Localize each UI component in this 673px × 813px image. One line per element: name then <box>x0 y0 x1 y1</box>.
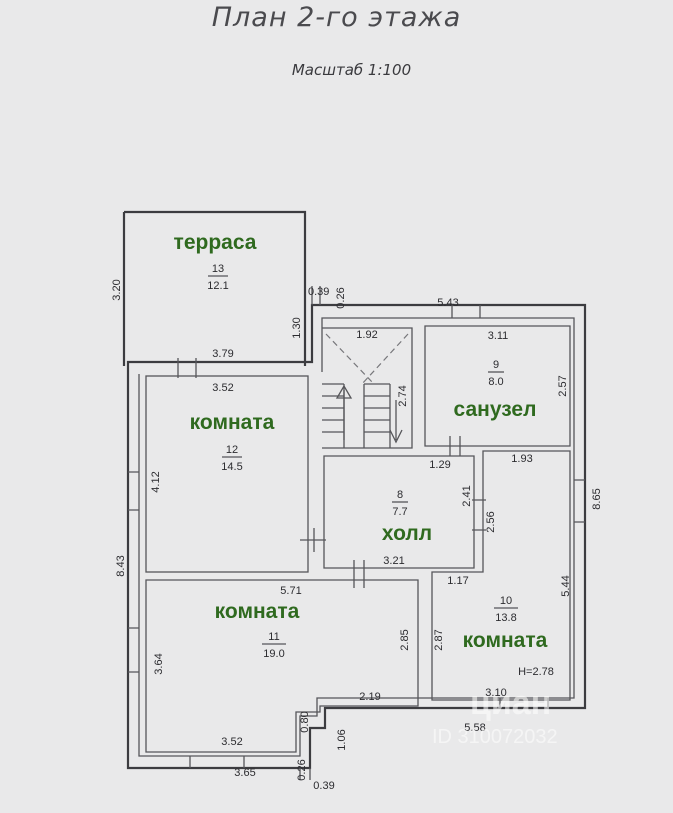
room-13-area: 12.1 <box>207 280 228 292</box>
room-13-number: 13 <box>212 263 224 275</box>
dim-room11-step: 2.19 <box>359 691 380 703</box>
door-room-12 <box>300 528 326 552</box>
room-12-name: комната <box>190 411 275 434</box>
room-10-walls <box>431 450 571 701</box>
door-room-11 <box>353 560 365 588</box>
room-8-number: 8 <box>397 489 403 501</box>
stair-arrow-down <box>389 400 403 444</box>
dim-room11-right: 2.85 <box>399 629 411 650</box>
dim-room10-top: 1.93 <box>511 453 532 465</box>
dim-left-total: 8.43 <box>115 555 127 576</box>
outer-wall-inner-line <box>138 317 575 757</box>
dim-bath-height: 2.57 <box>557 375 569 396</box>
dim-room12-top-inner: 3.52 <box>212 382 233 394</box>
dim-top-width: 5.43 <box>437 297 458 309</box>
room-11-name: комната <box>215 600 300 623</box>
dim-039-top: 0.39 <box>308 286 329 298</box>
dim-room10-height: 5.44 <box>560 575 572 596</box>
room-10-number: 10 <box>500 595 512 607</box>
room-labels: терраса 13 12.1 комната 12 14.5 9 8.0 са… <box>174 231 554 678</box>
room-9-number: 9 <box>493 359 499 371</box>
window-top <box>451 305 481 318</box>
room-11-number: 11 <box>268 631 279 643</box>
staircase <box>322 333 409 448</box>
terrace-stub <box>311 286 321 305</box>
stair-walls <box>322 327 413 449</box>
dim-terrace-depth: 1.30 <box>291 317 303 338</box>
dim-room11-bottom-inner: 3.52 <box>221 736 242 748</box>
dimensions: 3.20 1.30 0.39 0.26 5.43 1.92 3.11 2.57 … <box>111 279 603 792</box>
room-9-name: санузел <box>454 398 537 421</box>
dim-room11-left: 3.64 <box>153 653 165 674</box>
ceiling-height: H=2.78 <box>518 666 554 678</box>
terrace-outline <box>122 210 307 366</box>
dim-room10-left: 2.87 <box>433 629 445 650</box>
room-9-area: 8.0 <box>488 376 503 388</box>
door-terrace <box>177 358 197 378</box>
room-8-area: 7.7 <box>392 506 407 518</box>
dim-stair-width: 1.92 <box>356 329 377 341</box>
room-12-walls <box>145 375 309 573</box>
door-bath <box>449 436 461 456</box>
room-13-name: терраса <box>174 231 257 254</box>
room-10-area: 13.8 <box>495 612 516 624</box>
room-10-name: комната <box>463 629 548 652</box>
dim-026-bottom: 0.26 <box>296 759 308 780</box>
window-bottom-right <box>499 698 549 708</box>
watermark: циан ID 310072032 <box>432 684 558 748</box>
plan-title: План 2-го этажа <box>211 2 462 33</box>
dim-bottom-right: 5.58 <box>464 722 485 734</box>
dim-080: 0.80 <box>299 711 311 732</box>
dim-room10-inner-left: 1.17 <box>447 575 468 587</box>
stair-diagonal-1 <box>325 333 375 385</box>
window-bottom-left <box>189 756 245 768</box>
dim-026-top: 0.26 <box>335 287 347 308</box>
room-11-area: 19.0 <box>263 648 284 660</box>
dim-room12-top-outer: 3.79 <box>212 348 233 360</box>
stair-treads-right <box>363 383 391 448</box>
outer-wall <box>126 303 587 770</box>
bath-walls <box>424 325 571 447</box>
stair-treads-left <box>322 383 345 448</box>
dim-right-total: 8.65 <box>591 488 603 509</box>
dim-room11-top: 5.71 <box>280 585 301 597</box>
walls <box>122 210 587 780</box>
stair-diagonal-2 <box>361 333 409 385</box>
room-8-name: холл <box>382 522 432 545</box>
dim-room12-height: 4.12 <box>150 471 162 492</box>
room-12-area: 14.5 <box>221 461 242 473</box>
window-room-10 <box>574 479 585 523</box>
stair-arrow-up <box>335 384 353 440</box>
dim-bath-width: 3.11 <box>488 330 509 342</box>
dim-hall-height-1: 2.41 <box>461 485 473 506</box>
dim-room11-bottom-outer: 3.65 <box>234 767 255 779</box>
dim-room10-bottom: 3.10 <box>485 687 506 699</box>
watermark-id: ID 310072032 <box>432 726 558 748</box>
watermark-brand: циан <box>470 684 551 722</box>
doors <box>128 305 585 768</box>
plan-scale: Масштаб 1:100 <box>291 61 412 79</box>
dim-hall-top: 1.29 <box>429 459 450 471</box>
window-room-12 <box>128 471 139 511</box>
window-room-11 <box>128 627 139 673</box>
dim-106: 1.06 <box>336 729 348 750</box>
hall-walls <box>323 455 475 569</box>
dim-stair-height: 2.74 <box>397 385 409 406</box>
room-12-number: 12 <box>226 444 238 456</box>
door-room-10 <box>472 499 486 531</box>
room-11-walls <box>145 579 419 753</box>
dim-hall-height-2: 2.56 <box>485 511 497 532</box>
dim-hall-bottom: 3.21 <box>383 555 404 567</box>
dim-039-bottom: 0.39 <box>313 780 334 792</box>
dim-terrace-height: 3.20 <box>111 279 123 300</box>
bottom-stub <box>299 768 311 780</box>
